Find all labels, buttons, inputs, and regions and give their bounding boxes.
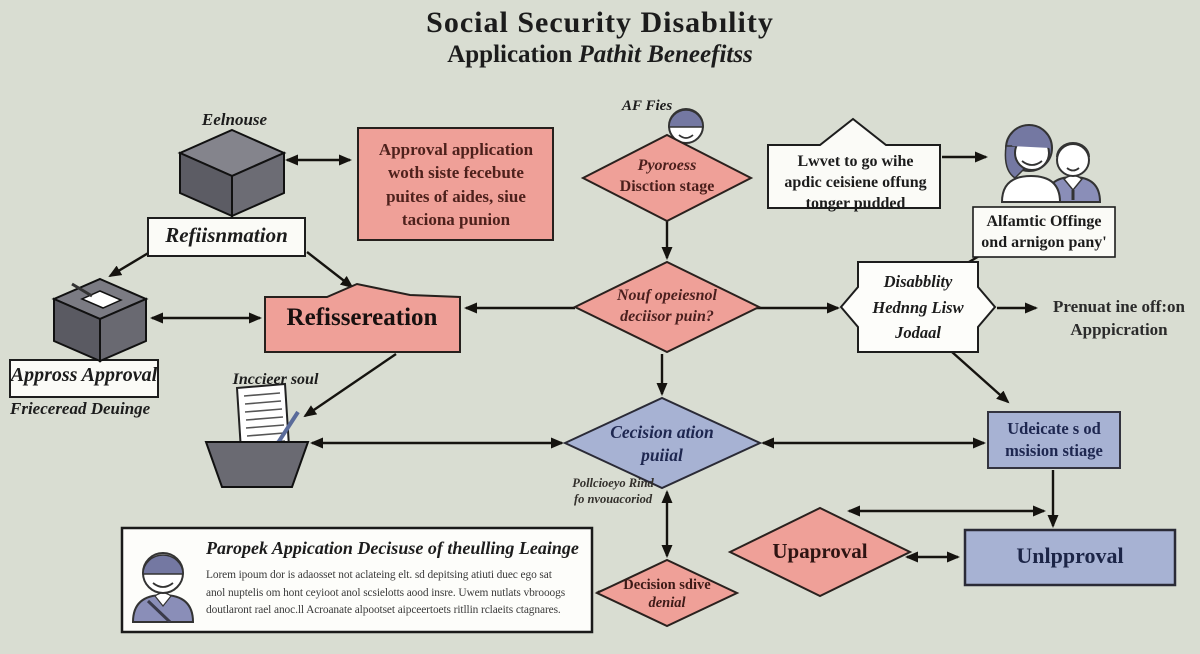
denial-diamond-text: Decision sdive denial (623, 577, 711, 612)
nouf-diamond-shape (572, 260, 762, 354)
refiisnmation-box-shape (147, 217, 306, 257)
refiisnmation-label: Refiisnmation (165, 223, 288, 247)
process-diamond-text: Pyoroess Disction stage (619, 157, 715, 195)
page-title-line2: Application Pathìt Beneefitss (300, 41, 900, 69)
denial-diamond-shape (594, 558, 740, 628)
cecision-diamond-shape (562, 396, 763, 490)
arrow-hexagon-udeicate (951, 351, 1010, 404)
appross-box-shape (9, 359, 159, 398)
arrow-refiisnmation-ballot (108, 250, 151, 278)
eelnouse-label: Eelnouse (201, 110, 268, 129)
udeicate-box-shape (987, 411, 1121, 469)
uparoval-diamond-shape (727, 506, 913, 598)
approval-box-shape (357, 127, 554, 241)
warehouse-cube-icon (177, 128, 287, 218)
refissereation-label: Refissereation (286, 304, 438, 331)
cecision-diamond-text: Cecision ation puiial (610, 422, 714, 465)
friecread-label: Frieceread Deuinge (10, 399, 151, 418)
node-shapes (9, 117, 1177, 634)
unlpproval-label: Unlpproval (1016, 543, 1124, 568)
page-title-line1: Social Security Disabılity (426, 6, 774, 39)
info-box-title: Paropek Appication Decisuse of theulling… (206, 538, 579, 558)
callout-box-shape (767, 117, 941, 209)
document-pen-icon (204, 382, 310, 488)
unlpproval-box-shape (963, 528, 1177, 587)
people-icon (1000, 124, 1102, 203)
hexagon-text: Disabblity Hednng Lisw Jodaal (872, 272, 964, 343)
arrow-refiisnmation-refissereation (306, 251, 354, 289)
inccieer-label: Inccieer soul (232, 371, 319, 388)
refissereation-box-shape (264, 282, 461, 353)
affies-label: AF Fies (622, 98, 673, 114)
hexagon-shape (839, 261, 997, 353)
arrow-refissereation-document (303, 353, 397, 418)
alfamtic-box-shape (972, 206, 1116, 258)
title-line2-plain: Application (447, 41, 573, 68)
process-diamond-shape (580, 133, 754, 223)
info-box-shape (120, 526, 594, 634)
applicant-icon (131, 552, 195, 624)
uparoval-label: Upaproval (772, 539, 868, 563)
info-box-body: Lorem ipoum dor is adaosset not aclatein… (206, 569, 566, 617)
nouf-diamond-text: Nouf opeiesnol deciisor puin? (617, 287, 717, 325)
alfamtic-box-text: Alfamtic Offinge ond arnigon pany' (981, 213, 1107, 251)
ballot-box-icon (51, 277, 149, 363)
appross-label: Appross Approval (10, 364, 158, 386)
title-line2-italic: Pathìt Beneefitss (578, 41, 753, 68)
callout-box-text: Lwvet to go wihe apdic ceisiene offung t… (784, 153, 927, 213)
udeicate-box-text: Udeicate s od msision stiage (1005, 419, 1103, 461)
prenuat-text: Prenuat ine off:on Apppicration (1053, 297, 1185, 339)
approval-box-text: Approval application woth siste fecebute… (378, 140, 534, 230)
pollcioyo-text: Pollcioeyo Rind fo nvouacoriod (572, 476, 654, 506)
